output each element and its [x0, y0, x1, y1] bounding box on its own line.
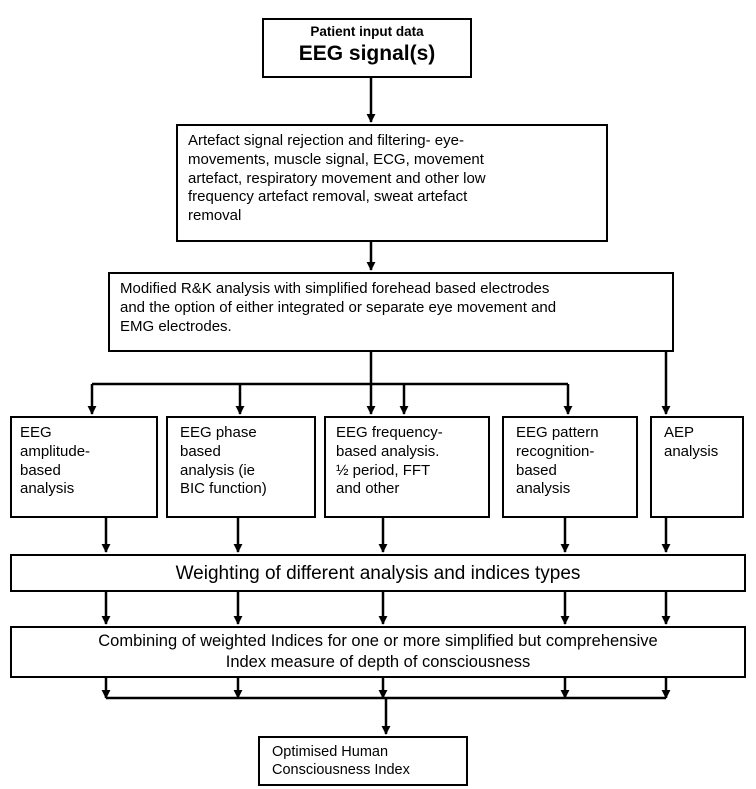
analysis-line: EEG pattern — [516, 424, 636, 443]
analysis-line: and other — [336, 480, 488, 499]
analysis-line: based analysis. — [336, 443, 488, 462]
analysis-line: analysis (ie — [180, 462, 314, 481]
rk-line: EMG electrodes. — [120, 318, 666, 337]
analysis-line: based — [20, 462, 156, 481]
input-box: Patient input data EEG signal(s) — [262, 18, 472, 78]
rk-line: Modified R&K analysis with simplified fo… — [120, 280, 666, 299]
output-line: Optimised Human — [272, 743, 466, 761]
artefact-line: artefact, respiratory movement and other… — [188, 170, 598, 189]
output-box: Optimised Human Consciousness Index — [258, 736, 468, 786]
analysis-line: EEG frequency- — [336, 424, 488, 443]
rk-analysis-box: Modified R&K analysis with simplified fo… — [108, 272, 674, 352]
analysis-line: EEG — [20, 424, 156, 443]
analysis-line: recognition- — [516, 443, 636, 462]
analysis-line: BIC function) — [180, 480, 314, 499]
output-line: Consciousness Index — [272, 761, 466, 779]
rk-line: and the option of either integrated or s… — [120, 299, 666, 318]
analysis-line: amplitude- — [20, 443, 156, 462]
weighting-box: Weighting of different analysis and indi… — [10, 554, 746, 592]
analysis-line: ½ period, FFT — [336, 462, 488, 481]
analysis-line: analysis — [664, 443, 742, 462]
artefact-line: Artefact signal rejection and filtering-… — [188, 132, 598, 151]
analysis-line: based — [516, 462, 636, 481]
input-small-label: Patient input data — [264, 24, 470, 41]
artefact-line: frequency artefact removal, sweat artefa… — [188, 188, 598, 207]
artefact-line: movements, muscle signal, ECG, movement — [188, 151, 598, 170]
aep-analysis-box: AEP analysis — [650, 416, 744, 518]
artefact-box: Artefact signal rejection and filtering-… — [176, 124, 608, 242]
analysis-line: based — [180, 443, 314, 462]
artefact-line: removal — [188, 207, 598, 226]
pattern-analysis-box: EEG pattern recognition- based analysis — [502, 416, 638, 518]
combining-line: Combining of weighted Indices for one or… — [12, 631, 744, 652]
combining-line: Index measure of depth of consciousness — [12, 652, 744, 673]
frequency-analysis-box: EEG frequency- based analysis. ½ period,… — [324, 416, 490, 518]
phase-analysis-box: EEG phase based analysis (ie BIC functio… — [166, 416, 316, 518]
analysis-line: AEP — [664, 424, 742, 443]
analysis-line: EEG phase — [180, 424, 314, 443]
analysis-line: analysis — [516, 480, 636, 499]
input-large-label: EEG signal(s) — [264, 41, 470, 67]
combining-box: Combining of weighted Indices for one or… — [10, 626, 746, 678]
weighting-label: Weighting of different analysis and indi… — [176, 563, 581, 584]
analysis-line: analysis — [20, 480, 156, 499]
amplitude-analysis-box: EEG amplitude- based analysis — [10, 416, 158, 518]
